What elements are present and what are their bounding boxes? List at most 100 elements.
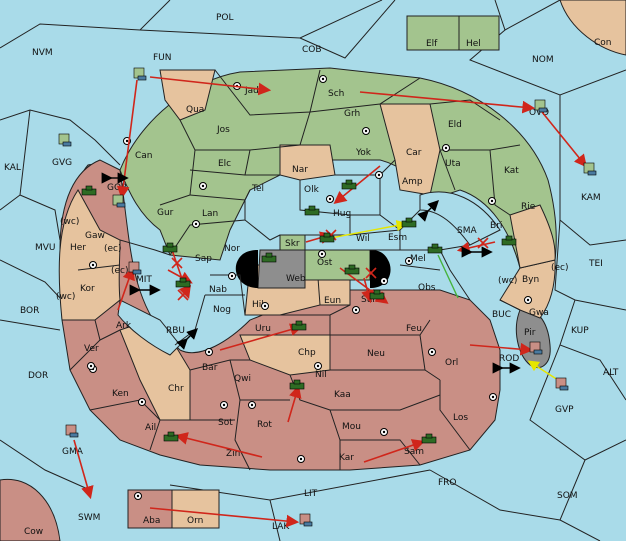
tank-icon <box>81 185 97 196</box>
region-web-shape[interactable] <box>257 249 306 289</box>
tank-icon <box>304 205 320 216</box>
region-elf[interactable] <box>406 15 460 51</box>
region-label: KAM <box>581 193 601 203</box>
supply-center-icon <box>134 492 142 500</box>
landmass-west-tan <box>58 189 121 321</box>
supply-center-icon <box>380 428 388 436</box>
region-label: GVP <box>555 405 574 415</box>
fleets <box>58 67 597 527</box>
region-label: KAL <box>4 163 21 173</box>
supply-center-icon <box>192 220 200 228</box>
supply-center-icon <box>205 348 213 356</box>
region-label: MIT <box>136 275 152 285</box>
tank-icon <box>319 232 335 243</box>
ship-icon <box>112 194 126 208</box>
region-label: ROD <box>499 354 519 364</box>
region-nar-shape[interactable] <box>279 144 336 181</box>
region-skr-shape[interactable] <box>279 234 306 251</box>
region-label: TEI <box>588 259 603 269</box>
region-label: BOR <box>20 306 39 316</box>
supply-center-icon <box>442 144 450 152</box>
region-eun-shape[interactable] <box>317 277 351 306</box>
region-label: LIT <box>304 489 318 499</box>
region-label: Wil <box>356 234 370 244</box>
ship-icon <box>133 67 147 81</box>
ship-icon <box>58 133 72 147</box>
region-label: Olk <box>304 185 320 195</box>
supply-center-icon <box>380 277 388 285</box>
region-rie-shape[interactable] <box>509 204 556 269</box>
region-label: NVM <box>32 48 53 58</box>
tank-icon <box>344 264 360 275</box>
region-chp-shape[interactable] <box>239 334 331 376</box>
tank-icon <box>291 320 307 331</box>
region-cow[interactable] <box>0 478 61 541</box>
region-label: POL <box>216 13 234 23</box>
region-label: SWM <box>78 513 100 523</box>
supply-center-icon <box>228 272 236 280</box>
ship-icon <box>128 261 142 275</box>
region-label: FUN <box>153 53 172 63</box>
supply-center-icon <box>405 257 413 265</box>
region-label: MVU <box>35 243 56 253</box>
armies <box>81 179 517 444</box>
supply-center-icon <box>488 197 496 205</box>
tank-icon <box>427 243 443 254</box>
region-label: SOM <box>557 491 578 501</box>
supply-center-icon <box>297 455 305 463</box>
supply-center-icon <box>138 398 146 406</box>
region-label: Nab <box>209 285 227 295</box>
supply-center-icon <box>326 195 334 203</box>
supply-center-icon <box>352 306 360 314</box>
supply-centers <box>87 75 532 500</box>
wall-west <box>235 250 258 288</box>
sea-rbu[interactable] <box>117 299 181 356</box>
supply-center-icon <box>248 401 256 409</box>
ship-icon <box>529 341 543 355</box>
supply-center-icon <box>362 127 370 135</box>
supply-center-icon <box>375 171 383 179</box>
supply-center-icon <box>87 362 95 370</box>
supply-center-icon <box>318 250 326 258</box>
region-ost-shape[interactable] <box>304 249 371 281</box>
tank-icon <box>289 379 305 390</box>
province-borders <box>62 69 521 471</box>
tank-icon <box>261 252 277 263</box>
supply-center-icon <box>314 362 322 370</box>
landmass-east-tan <box>499 259 556 319</box>
region-label: GMA <box>62 447 84 457</box>
ship-icon <box>65 424 79 438</box>
supply-center-icon <box>319 75 327 83</box>
ship-icon <box>583 162 597 176</box>
region-label: Nor <box>224 244 240 254</box>
region-label: BUC <box>492 310 511 320</box>
tank-icon <box>175 277 191 288</box>
tank-icon <box>163 431 179 442</box>
supply-center-icon <box>199 182 207 190</box>
region-label: Esm <box>388 233 407 243</box>
supply-center-icon <box>524 296 532 304</box>
ship-icon <box>555 377 569 391</box>
region-orn[interactable] <box>171 489 220 529</box>
tank-icon <box>401 217 417 228</box>
tank-icon <box>341 179 357 190</box>
region-pir[interactable] <box>515 308 551 369</box>
region-hel[interactable] <box>458 15 500 51</box>
supply-center-icon <box>261 302 269 310</box>
supply-center-icon <box>89 261 97 269</box>
supply-center-icon <box>428 348 436 356</box>
tank-icon <box>501 235 517 246</box>
tank-icon <box>369 289 385 300</box>
ship-icon <box>299 513 313 527</box>
ship-icon <box>534 99 548 113</box>
supply-center-icon <box>220 401 228 409</box>
region-label: NOM <box>532 55 554 65</box>
region-con[interactable] <box>559 0 626 56</box>
supply-center-icon <box>489 393 497 401</box>
tank-icon <box>421 433 437 444</box>
region-label: Nog <box>213 305 231 315</box>
region-label: DOR <box>28 371 48 381</box>
tank-icon <box>162 242 178 253</box>
